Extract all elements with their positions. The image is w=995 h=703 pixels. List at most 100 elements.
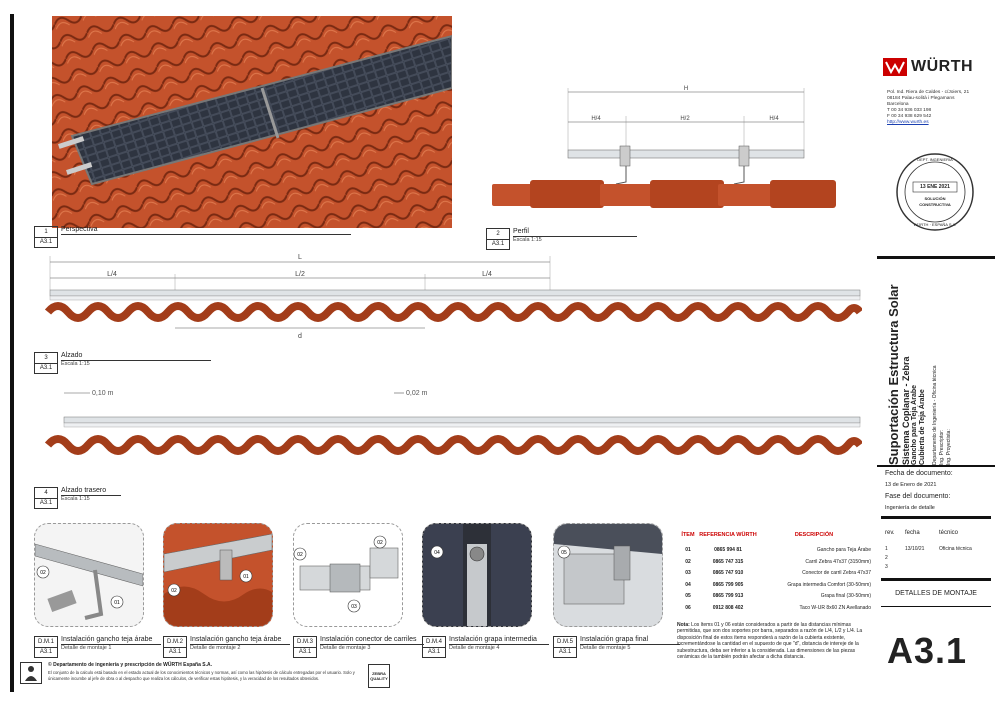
view-scale: Escala 1:15	[513, 237, 542, 243]
company-address: Pol. Ind. Riera de Caldes - c/Joiers, 21…	[887, 90, 991, 126]
dim-gap-1: 0,10 m	[92, 390, 114, 397]
callout: 05	[561, 550, 567, 556]
section-label: DETALLES DE MONTAJE	[895, 590, 977, 597]
detail-code: D.M.1	[35, 638, 57, 648]
project-subtitle-2: Gancho para Teja Árabe	[911, 384, 918, 465]
view-title: Alzado	[61, 352, 211, 361]
cell-desc: Grapa intermedia Comfort (30-50mm)	[787, 581, 871, 588]
cell-ref: 0865 994 81	[714, 547, 742, 554]
dim-H: H	[684, 86, 688, 92]
rev-date	[905, 563, 939, 572]
fase-value: Ingeniería de detalle	[885, 505, 935, 511]
cell-ref: 0865 799 905	[712, 581, 744, 588]
rev-num: 3	[885, 564, 888, 570]
project-subtitle-1: Sistema Coplanar - Zebra	[901, 356, 911, 465]
detail-sheet: A3.1	[39, 648, 53, 655]
dim-L: L	[298, 254, 302, 261]
view-sheet: A3.1	[39, 238, 53, 245]
detail-image-5: 05	[553, 523, 663, 627]
detail-drawing-3: 02 02 03	[294, 535, 399, 613]
fecha-value: 13 de Enero de 2021	[885, 482, 937, 488]
cell-desc: Conector de carril Zebra 47x37	[802, 570, 871, 577]
rev-date	[905, 554, 939, 563]
fase-label: Fase del documento:	[885, 493, 951, 500]
brand-name: WÜRTH	[911, 58, 974, 75]
perspective-view	[52, 16, 452, 228]
callout: 01	[114, 600, 120, 606]
stamp-bottom: WÜRTH · ESPAÑA S.A.	[913, 222, 957, 227]
view-num: 1	[35, 228, 57, 238]
detail-sheet: A3.1	[298, 648, 312, 655]
project-title: Suportación Estructura Solar	[886, 284, 901, 465]
col-desc: DESCRIPCIÓN	[794, 531, 834, 538]
elevation-drawing: L L/4 L/2 L/4 d	[44, 254, 864, 340]
detail-sheet: A3.1	[558, 648, 572, 655]
detail-code: D.M.4	[423, 638, 445, 648]
cell-desc: Carril Zebra 47x37 (3150mm)	[805, 558, 871, 565]
callout: 02	[171, 588, 177, 594]
detail-drawing-2: 01 02	[164, 533, 272, 626]
perspective-drawing	[52, 16, 452, 228]
detail-sheet: A3.1	[427, 648, 441, 655]
copyright-text: Departamento de ingeniería y prescripció…	[53, 662, 213, 668]
detail-sub: Detalle de montaje 4	[449, 645, 500, 651]
project-subtitle-3: Cubierta de Teja Árabe	[919, 389, 926, 465]
parts-note: Nota: Los ítems 01 y 06 están considerad…	[677, 622, 871, 661]
cell-ref: 0865 747 315	[712, 558, 744, 565]
profile-view: H H/4 H/2 H/4	[490, 80, 846, 230]
dim-L4-b: L/4	[482, 271, 492, 278]
cell-item: 06	[685, 604, 691, 611]
detail-drawing-1: 02 01	[35, 543, 143, 620]
sheet-number: A3.1	[887, 630, 968, 671]
detail-sub: Detalle de montaje 1	[61, 645, 112, 651]
rev-col: rev.	[885, 530, 895, 536]
detail-title: Instalación conector de carriles	[320, 636, 424, 645]
address-line: T 00 34 936 033 198	[887, 108, 932, 113]
view-sheet: A3.1	[39, 364, 53, 371]
project-title-area: Suportación Estructura Solar Sistema Cop…	[877, 256, 995, 467]
revision-row: 2	[885, 554, 991, 563]
cell-item: 01	[685, 547, 691, 554]
col-item: ÍTEM	[681, 531, 695, 538]
note-label: Nota:	[677, 621, 690, 628]
rev-date: 13/10/21	[905, 546, 925, 552]
person-icon	[20, 662, 42, 684]
detail-sub: Detalle de montaje 2	[190, 645, 241, 651]
divider	[881, 578, 991, 581]
col-ref: REFERENCIA WÜRTH	[699, 531, 757, 538]
stamp-text1: SOLUCIÓN	[924, 196, 946, 201]
address-line: F 00 34 938 629 542	[887, 114, 932, 119]
callout: 02	[377, 540, 383, 546]
frame-border	[10, 14, 14, 692]
callout: 02	[297, 552, 303, 558]
ing-prescriptor: Ing. Prescriptor:	[939, 429, 945, 465]
view-sheet: A3.1	[491, 240, 505, 247]
footer-copyright: © Departamento de ingeniería y prescripc…	[48, 662, 213, 668]
project-dept: Departamento de Ingeniería - Oficina téc…	[932, 365, 938, 466]
website-link[interactable]: http://www.wurth.es	[887, 120, 929, 125]
title-block: WÜRTH Pol. Ind. Riera de Caldes - c/Joie…	[877, 0, 995, 703]
view-sheet: A3.1	[39, 499, 53, 506]
dim-H4-a: H/4	[591, 116, 601, 122]
rev-num: 2	[885, 555, 888, 561]
footer: © Departamento de ingeniería y prescripc…	[20, 662, 365, 684]
view-scale: Escala 1:15	[61, 496, 90, 502]
detail-title: Instalación gancho teja árabe	[190, 636, 290, 645]
cell-item: 05	[685, 593, 691, 600]
callout: 01	[243, 574, 249, 580]
zebra-text: ZEBRA	[372, 671, 386, 676]
rear-elevation-drawing: 0,10 m 0,02 m	[44, 390, 864, 455]
view-num: 2	[487, 230, 509, 240]
dim-d: d	[298, 333, 302, 340]
view-title: Alzado trasero	[61, 487, 121, 496]
